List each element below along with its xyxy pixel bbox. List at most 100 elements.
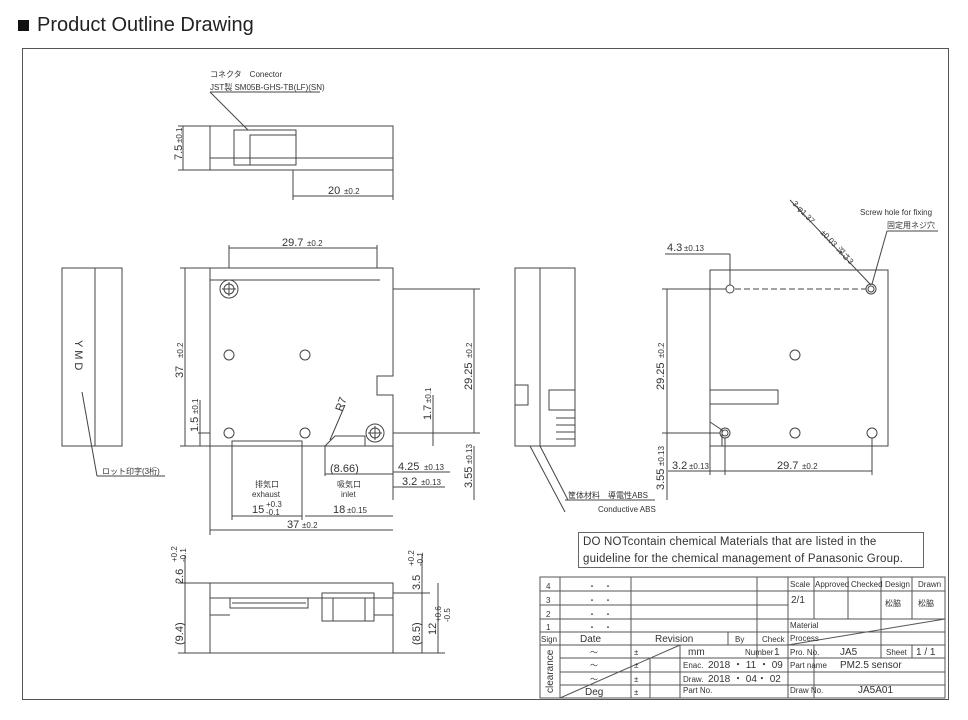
pm-2: ± <box>634 661 639 670</box>
dim-front-3-55-tol: ±0.13 <box>465 443 474 464</box>
rev-dots-2: ・ ・ <box>588 610 612 619</box>
rev-mark-1: 1 <box>546 623 551 632</box>
dim-front-1-5: 1.5 <box>189 417 201 432</box>
dim-back-3-55-tol: ±0.13 <box>657 445 666 466</box>
dim-bottom-9-4: (9.4) <box>174 622 186 645</box>
sheet-label: Sheet <box>886 648 908 657</box>
dim-back-29-25: 29.25 <box>655 362 667 390</box>
dim-bottom-3-5: 3.5 <box>411 575 423 590</box>
bottom-view: 2.6 +0.2 -0.1 (9.4) 3.5 +0.2 -0.1 (8.5) … <box>170 546 452 654</box>
number-label: Number <box>745 648 774 657</box>
dim-top-width-tol: ±0.2 <box>344 187 360 196</box>
dim-front-37-bottom: 37 <box>287 519 299 531</box>
pm-4: ± <box>634 688 639 697</box>
rev-mark-4: 4 <box>546 582 551 591</box>
proj-no-value: JA5 <box>840 647 858 658</box>
dim-top-height-tol: ±0.1 <box>175 127 184 143</box>
dim-back-hole-tol: ±0.03 <box>819 228 840 249</box>
lot-print-label: ロット印字(3桁) <box>102 466 160 476</box>
page-title: Product Outline Drawing <box>37 14 254 36</box>
dim-front-1-7: 1.7 <box>422 405 434 420</box>
dim-bottom-2-6-tol-bot: -0.1 <box>179 548 188 562</box>
design-name: 松脇 <box>885 598 901 608</box>
revision-header: Revision <box>655 634 693 645</box>
material-label-en: Conductive ABS <box>598 505 656 514</box>
part-name-label: Part name <box>790 661 827 670</box>
hdr-approved: Approved <box>815 580 849 589</box>
rev-dots-3: ・ ・ <box>588 596 612 605</box>
dim-back-29-7: 29.7 <box>777 460 798 472</box>
dim-bottom-12-tol-bot: -0.5 <box>443 608 452 622</box>
dim-front-29-25-tol: ±0.2 <box>465 342 474 358</box>
exhaust-label-jp: 排気口 <box>255 479 279 489</box>
title-block <box>539 576 946 699</box>
square-bullet-icon <box>18 20 29 31</box>
dim-back-29-7-tol: ±0.2 <box>802 462 818 471</box>
deg-label: Deg <box>585 687 603 698</box>
rev-mark-3: 3 <box>546 596 551 605</box>
dim-front-width-tol: ±0.2 <box>307 239 323 248</box>
dim-bottom-3-5-tol-top: +0.2 <box>407 550 416 566</box>
exhaust-label: exhaust <box>252 490 281 499</box>
hdr-scale: Scale <box>790 580 811 589</box>
chemical-note: DO NOTcontain chemical Materials that ar… <box>578 532 924 568</box>
rev-dots-1: ・ ・ <box>588 623 612 632</box>
sheet-value: 1 / 1 <box>916 647 936 658</box>
tilde-3: ～ <box>590 675 598 684</box>
dim-front-height-tol: ±0.2 <box>176 342 185 358</box>
screw-hole-label-jp: 固定用ネジ穴 <box>887 220 935 230</box>
drawing-frame <box>22 48 949 700</box>
dim-bottom-8-5: (8.5) <box>411 622 423 645</box>
dim-bottom-12-tol-top: +0.6 <box>434 606 443 622</box>
dim-bottom-12: 12 <box>427 623 439 635</box>
title-block-text: Scale Approved Checked Design Drawn 4 3 … <box>541 580 941 698</box>
left-side-view: Y M D ロット印字(3桁) <box>61 267 165 477</box>
dim-front-18-tol: ±0.15 <box>347 506 368 515</box>
inlet-label: inlet <box>341 490 356 499</box>
draw-date: 2018 ・ 04・ 02 <box>708 674 781 685</box>
dim-front-r: R7 <box>334 396 350 413</box>
rev-dots-4: ・ ・ <box>588 582 612 591</box>
dim-front-15: 15 <box>252 504 264 516</box>
rev-mark-2: 2 <box>546 610 551 619</box>
draw-no-value: JA5A01 <box>858 685 893 696</box>
dim-front-4-25-tol: ±0.13 <box>424 463 445 472</box>
dim-front-3-55: 3.55 <box>463 467 475 488</box>
dim-back-3-55: 3.55 <box>655 469 667 490</box>
dim-back-3-2: 3.2 <box>672 460 687 472</box>
dim-back-3-2-tol: ±0.13 <box>689 462 710 471</box>
dim-bottom-2-6: 2.6 <box>174 569 186 584</box>
inlet-label-jp: 吸気口 <box>337 479 361 489</box>
dim-front-18: 18 <box>333 504 345 516</box>
dim-front-1-7-tol: ±0.1 <box>424 387 433 403</box>
enac-date: 2018 ・ 11 ・ 09 <box>708 660 783 671</box>
dim-front-3-2: 3.2 <box>402 476 417 488</box>
date-header: Date <box>580 634 602 645</box>
draw-label: Draw. <box>683 675 703 684</box>
hdr-checked: Checked <box>851 580 883 589</box>
dim-top-height: 7.5 <box>173 145 185 160</box>
drawn-name: 松脇 <box>918 598 934 608</box>
pm-1: ± <box>634 648 639 657</box>
side-ymd-mark: Y M D <box>72 340 84 370</box>
dim-front-15-tol-top: +0.3 <box>266 500 282 509</box>
scale-value: 2/1 <box>791 595 805 606</box>
dim-back-29-25-tol: ±0.2 <box>657 342 666 358</box>
dim-bottom-3-5-tol-bot: -0.1 <box>416 552 425 566</box>
number-value: 1 <box>774 647 780 658</box>
clearance-label: clearance <box>545 649 556 693</box>
dim-front-15-tol-bot: -0.1 <box>266 508 280 517</box>
part-no-label: Part No. <box>683 686 712 695</box>
by-header: By <box>735 635 744 644</box>
material-cell: Material <box>790 621 819 630</box>
front-view: 29.7 ±0.2 37 ±0.2 1.5 ±0.1 29.25 ±0.2 1.… <box>174 237 480 535</box>
page-heading: Product Outline Drawing <box>18 14 254 37</box>
dim-back-4-3: 4.3 <box>667 242 682 254</box>
dim-front-3-2-tol: ±0.13 <box>421 478 442 487</box>
dim-top-width: 20 <box>328 185 340 197</box>
hdr-design: Design <box>885 580 910 589</box>
connector-part: JST製 SM05B-GHS-TB(LF)(SN) <box>210 82 325 92</box>
tilde-2: ～ <box>590 661 598 670</box>
top-view: コネクタ Conector JST製 SM05B-GHS-TB(LF)(SN) … <box>173 70 394 200</box>
